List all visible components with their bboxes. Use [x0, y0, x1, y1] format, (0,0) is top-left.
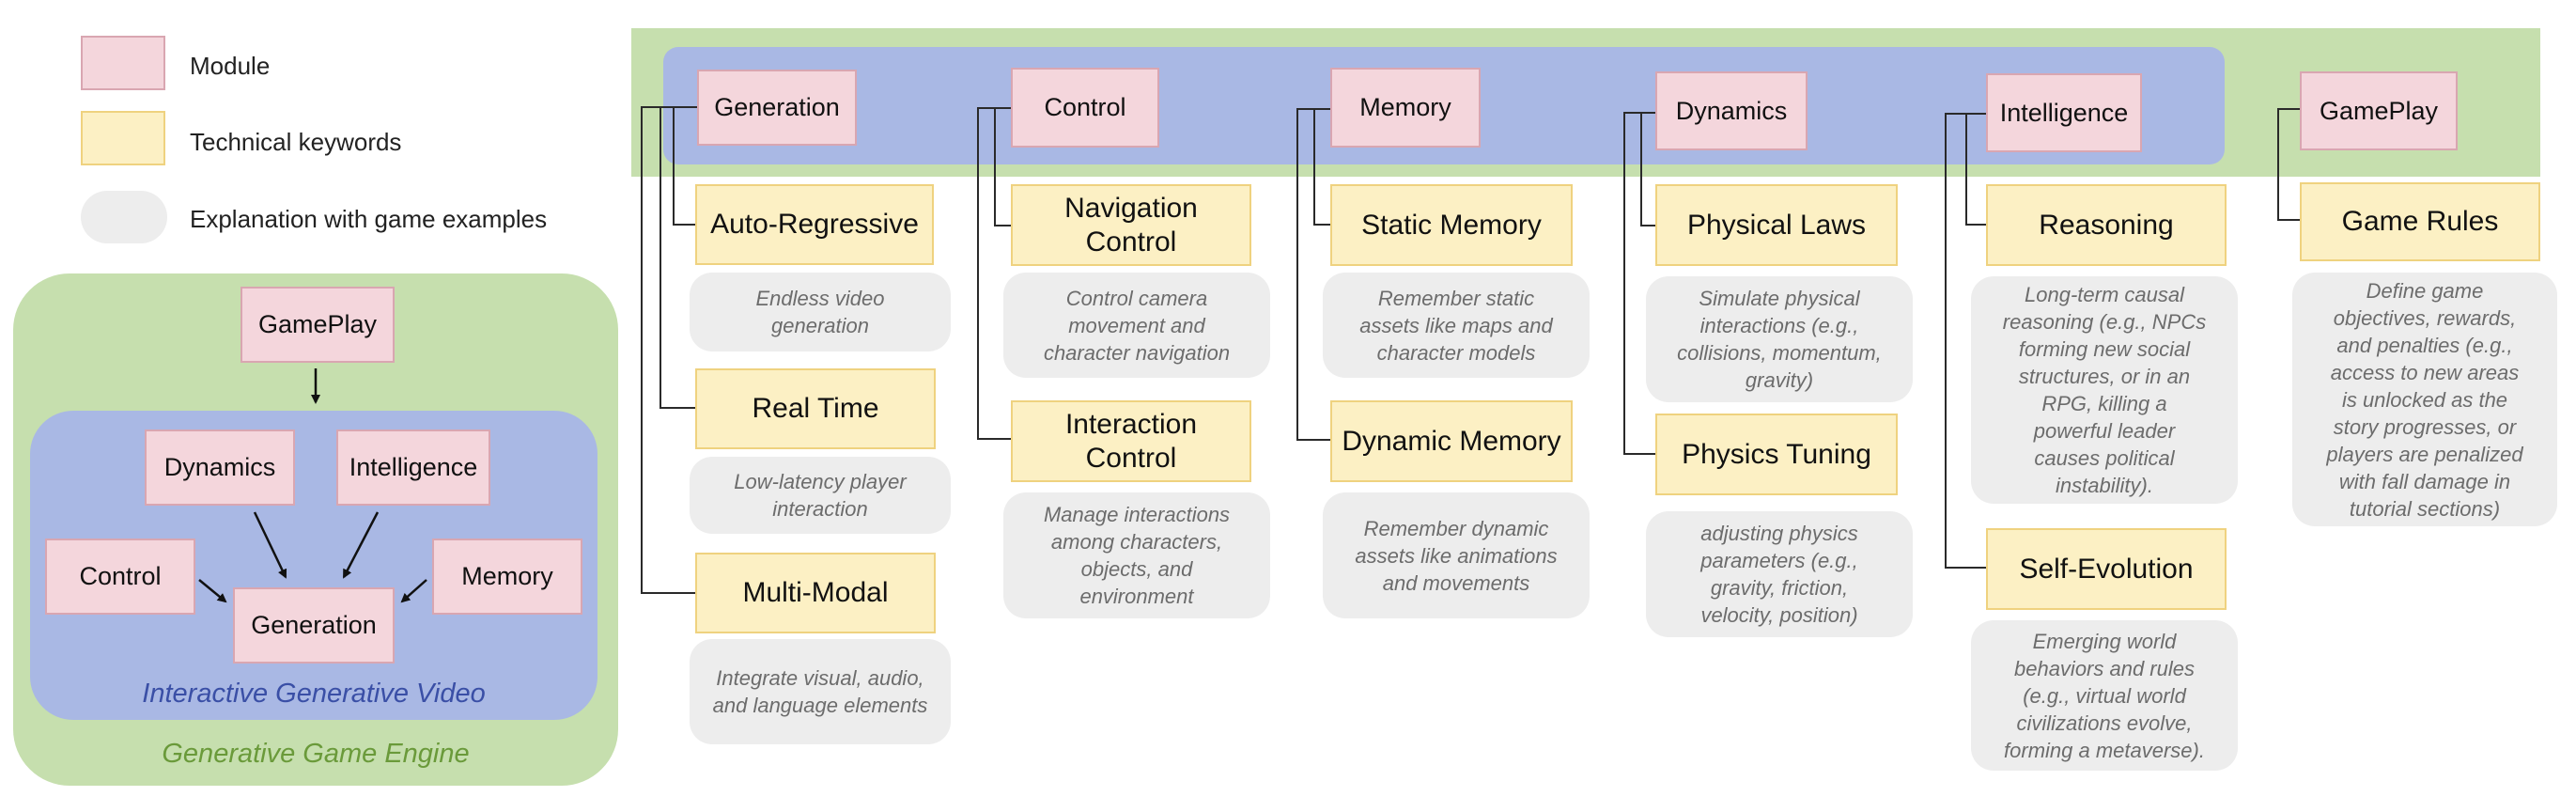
keyword-real-time: Real Time — [695, 368, 936, 449]
video-label: Interactive Generative Video — [142, 679, 486, 709]
module-memory: Memory — [1330, 68, 1481, 148]
keyword-auto-regressive: Auto-Regressive — [695, 184, 934, 265]
keyword-physics-tuning: Physics Tuning — [1655, 414, 1898, 495]
module-intelligence: Intelligence — [1986, 73, 2142, 152]
arrow-control-to-generation — [198, 579, 227, 603]
keyword-physical-laws: Physical Laws — [1655, 184, 1898, 266]
explanation-navigation-control: Control camera movement and character na… — [1003, 273, 1270, 378]
legend-explanation-swatch — [81, 191, 167, 243]
keyword-interaction-control: Interaction Control — [1011, 400, 1251, 482]
explanation-auto-regressive: Endless video generation — [690, 273, 951, 351]
left-dynamics-module: Dynamics — [145, 429, 295, 506]
legend-module-swatch — [81, 36, 165, 90]
left-intelligence-module: Intelligence — [336, 429, 490, 506]
legend-keyword-label: Technical keywords — [190, 128, 402, 156]
left-control-module: Control — [45, 539, 195, 615]
explanation-physical-laws: Simulate physical interactions (e.g., co… — [1646, 276, 1913, 402]
left-gameplay-module: GamePlay — [241, 287, 395, 363]
keyword-dynamic-memory: Dynamic Memory — [1330, 400, 1573, 482]
left-memory-module: Memory — [432, 539, 582, 615]
module-dynamics: Dynamics — [1655, 71, 1808, 150]
arrow-intelligence-to-generation — [342, 511, 380, 579]
left-diagram-arrows — [198, 368, 427, 603]
engine-label: Generative Game Engine — [162, 739, 470, 769]
module-control: Control — [1011, 68, 1159, 148]
keyword-multi-modal: Multi-Modal — [695, 553, 936, 633]
legend-keyword-swatch — [81, 111, 165, 165]
arrow-memory-to-generation — [400, 579, 427, 603]
arrow-dynamics-to-generation — [253, 511, 287, 579]
keyword-reasoning: Reasoning — [1986, 184, 2227, 266]
legend-module-label: Module — [190, 52, 271, 80]
explanation-physics-tuning: adjusting physics parameters (e.g., grav… — [1646, 511, 1913, 637]
explanation-self-evolution: Emerging world behaviors and rules (e.g.… — [1971, 620, 2238, 771]
explanation-reasoning: Long-term causal reasoning (e.g., NPCs f… — [1971, 276, 2238, 504]
explanation-interaction-control: Manage interactions among characters, ob… — [1003, 492, 1270, 618]
legend-explanation-label: Explanation with game examples — [190, 205, 548, 233]
explanation-real-time: Low-latency player interaction — [690, 457, 951, 534]
keyword-self-evolution: Self-Evolution — [1986, 528, 2227, 610]
keyword-static-memory: Static Memory — [1330, 184, 1573, 266]
module-gameplay: GamePlay — [2300, 71, 2458, 150]
keyword-navigation-control: Navigation Control — [1011, 184, 1251, 266]
explanation-static-memory: Remember static assets like maps and cha… — [1323, 273, 1590, 378]
left-generation-module: Generation — [233, 587, 395, 664]
explanation-multi-modal: Integrate visual, audio, and language el… — [690, 639, 951, 744]
explanation-dynamic-memory: Remember dynamic assets like animations … — [1323, 492, 1590, 618]
module-generation: Generation — [697, 70, 857, 146]
explanation-game-rules: Define game objectives, rewards, and pen… — [2292, 273, 2557, 526]
keyword-game-rules: Game Rules — [2300, 182, 2540, 261]
